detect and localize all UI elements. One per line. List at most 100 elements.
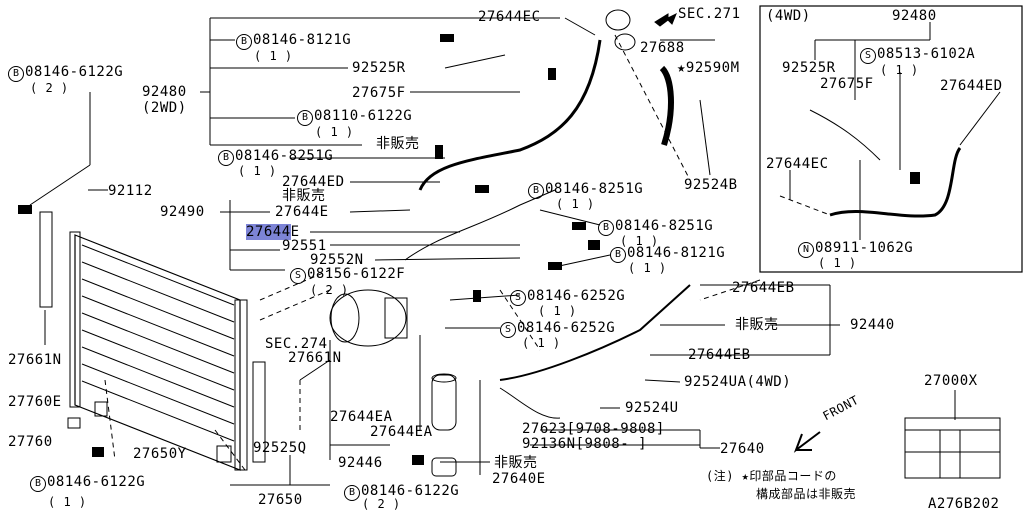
note-line-1: (注) ★印部品コードの — [706, 469, 837, 483]
part-number: 08146-8121G — [627, 245, 726, 261]
label-92490: 92490 — [160, 204, 205, 220]
highlighted-part-number: 27644 — [246, 224, 291, 240]
bolt-1 — [440, 34, 454, 42]
label-27644ea-b: 27644EA — [370, 424, 433, 440]
label-not-sold: 非販売 — [494, 455, 538, 471]
label-qty: ( 1 ) — [315, 125, 354, 139]
inset-label-92480: 92480 — [892, 8, 937, 24]
b-badge: B — [30, 476, 46, 492]
label-27675f: 27675F — [352, 85, 406, 101]
part-number: 08513-6102A — [877, 46, 976, 62]
condenser-shape — [69, 231, 248, 471]
part-number: 08146-6122G — [25, 64, 124, 80]
label-qty: ( 2 ) — [30, 81, 69, 95]
inset-label-92525r: 92525R — [782, 60, 836, 76]
receiver-drier-shape — [431, 373, 457, 431]
grommet-2 — [614, 33, 636, 51]
label-92112: 92112 — [108, 183, 153, 199]
b-badge: B — [610, 247, 626, 263]
b-badge: B — [8, 66, 24, 82]
label-qty: ( 1 ) — [238, 164, 277, 178]
label-27661n-mid: 27661N — [288, 350, 342, 366]
bolt-6 — [548, 262, 562, 270]
label-92524ua: 92524UA(4WD) — [684, 374, 792, 390]
clamp-27760e — [94, 401, 108, 417]
label-27623: 27623[9708-9808] — [522, 421, 665, 437]
label-27644-highlighted: 27644E — [246, 224, 300, 240]
part-number: 08146-6252G — [527, 288, 626, 304]
label-qty: ( 1 ) — [620, 234, 659, 248]
label-qty: ( 2 ) — [362, 497, 401, 511]
label-27661n-left: 27661N — [8, 352, 62, 368]
inset-label-qty: ( 1 ) — [818, 256, 857, 270]
s-badge: S — [860, 48, 876, 64]
label-27760: 27760 — [8, 434, 53, 450]
inset-label-27675f: 27675F — [820, 76, 874, 92]
label-27650y: 27650Y — [133, 446, 187, 462]
label-27644eb-top: 27644EB — [732, 280, 795, 296]
label-27644ea-a: 27644EA — [330, 409, 393, 425]
label-27000x: 27000X — [924, 373, 978, 389]
arrow-sec271 — [654, 12, 677, 27]
bolt-9 — [92, 447, 104, 457]
bolt-8 — [473, 290, 481, 302]
label-27688: 27688 — [640, 40, 685, 56]
part-number: 08110-6122G — [314, 108, 413, 124]
label-92551: 92551 — [282, 238, 327, 254]
label-27000x — [904, 417, 1001, 479]
part-number: 08156-6122F — [307, 266, 406, 282]
label-27760e: 27760E — [8, 394, 62, 410]
bolt-5 — [588, 240, 600, 250]
label-92525r: 92525R — [352, 60, 406, 76]
b-badge: B — [218, 150, 234, 166]
part-number: 08146-8251G — [615, 218, 714, 234]
bolt-4 — [572, 222, 586, 230]
part-number: 08146-8251G — [545, 181, 644, 197]
part-number: 08911-1062G — [815, 240, 914, 256]
inset-label-27644ec: 27644EC — [766, 156, 829, 172]
inset-title: (4WD) — [766, 8, 811, 24]
clamp-27760 — [67, 417, 81, 429]
label-sec274: SEC.274 — [265, 336, 328, 352]
label-92524b: 92524B — [684, 177, 738, 193]
hose-suction — [418, 39, 602, 191]
label-27640e: 27640E — [492, 471, 546, 487]
label-27644ed: 27644ED — [282, 174, 345, 190]
b-badge: B — [344, 485, 360, 501]
label-92136n: 92136N[9808- ] — [522, 436, 648, 452]
clamp-27650y — [216, 445, 232, 463]
part-suffix: E — [290, 224, 300, 240]
hose-discharge — [404, 189, 556, 261]
hose-low — [499, 387, 561, 419]
label-qty: ( 1 ) — [522, 336, 561, 350]
b-badge: B — [598, 220, 614, 236]
diagram-id: A276B202 — [928, 496, 1000, 511]
label-qty: ( 2 ) — [310, 283, 349, 297]
label-sec271: SEC.271 — [678, 6, 741, 22]
label-92590m: ★92590M — [677, 60, 740, 76]
b-badge: B — [528, 183, 544, 199]
label-2wd: (2WD) — [142, 100, 187, 116]
label-92446: 92446 — [338, 455, 383, 471]
inset-frame — [759, 5, 1023, 273]
b-badge: B — [236, 34, 252, 50]
label-not-sold: 非販売 — [376, 136, 420, 152]
label-not-sold: 非販売 — [735, 317, 779, 333]
label-qty: ( 1 ) — [254, 49, 293, 63]
label-27650: 27650 — [258, 492, 303, 508]
inset-hose-2 — [809, 109, 881, 161]
bolt-12 — [548, 68, 556, 80]
seal-strip-left — [39, 211, 53, 308]
